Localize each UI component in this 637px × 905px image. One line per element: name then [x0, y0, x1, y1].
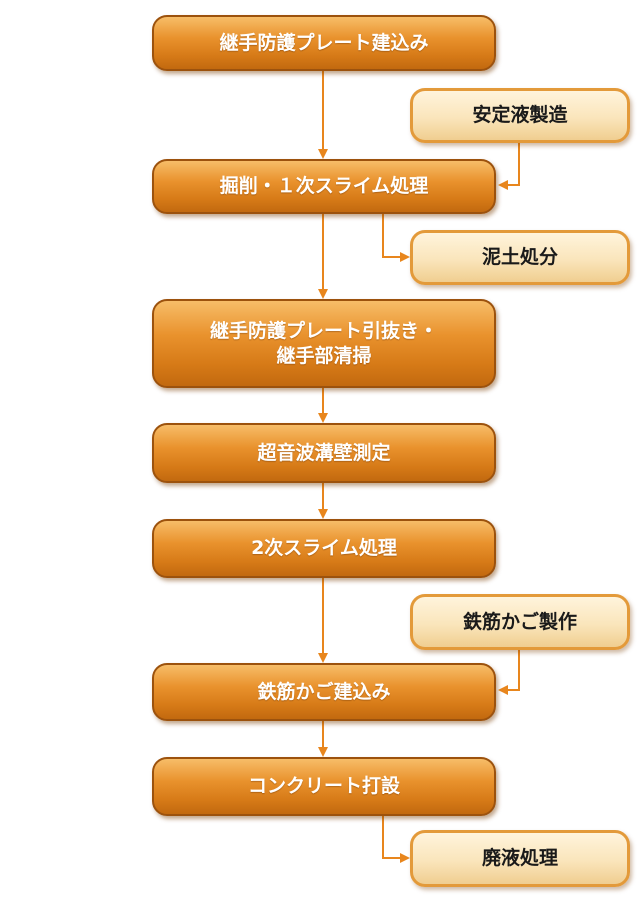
step-excavation-slime-1-label: 掘削・１次スライム処理 — [219, 175, 429, 198]
step-plate-removal-cleaning-label: 継手防護プレート引抜き・ 継手部清掃 — [210, 319, 438, 368]
side-stabilizer-production: 安定液製造 — [410, 88, 630, 143]
step-ultrasonic-measurement-label: 超音波溝壁測定 — [257, 441, 391, 464]
step-plate-installation-label: 継手防護プレート建込み — [219, 31, 429, 54]
step-rebar-cage-installation-label: 鉄筋かご建込み — [257, 680, 391, 703]
arrow-step7-to-side4 — [382, 816, 410, 863]
side-rebar-cage-fabrication-label: 鉄筋かご製作 — [462, 610, 577, 633]
step-plate-removal-cleaning: 継手防護プレート引抜き・ 継手部清掃 — [152, 299, 496, 388]
side-rebar-cage-fabrication: 鉄筋かご製作 — [410, 594, 630, 650]
step-concrete-placement-label: コンクリート打設 — [247, 775, 400, 798]
arrow-step2-to-side2 — [382, 214, 410, 262]
step-plate-installation: 継手防護プレート建込み — [152, 15, 496, 71]
arrow-side1-to-step2 — [498, 143, 520, 190]
step-plate-removal-line1: 継手防護プレート引抜き・ — [209, 320, 438, 343]
arrow-side3-to-step6 — [498, 650, 520, 695]
step-plate-removal-line2: 継手部清掃 — [276, 344, 372, 367]
side-soil-disposal: 泥土処分 — [410, 230, 630, 285]
step-concrete-placement: コンクリート打設 — [152, 757, 496, 816]
side-soil-disposal-label: 泥土処分 — [481, 246, 558, 269]
side-waste-liquid-treatment: 廃液処理 — [410, 830, 630, 887]
step-ultrasonic-measurement: 超音波溝壁測定 — [152, 423, 496, 483]
step-rebar-cage-installation: 鉄筋かご建込み — [152, 663, 496, 721]
step-slime-2: 2次スライム処理 — [152, 519, 496, 578]
side-stabilizer-production-label: 安定液製造 — [472, 104, 568, 127]
step-excavation-slime-1: 掘削・１次スライム処理 — [152, 159, 496, 214]
side-waste-liquid-treatment-label: 廃液処理 — [481, 847, 558, 870]
step-slime-2-label: 2次スライム処理 — [251, 537, 397, 560]
